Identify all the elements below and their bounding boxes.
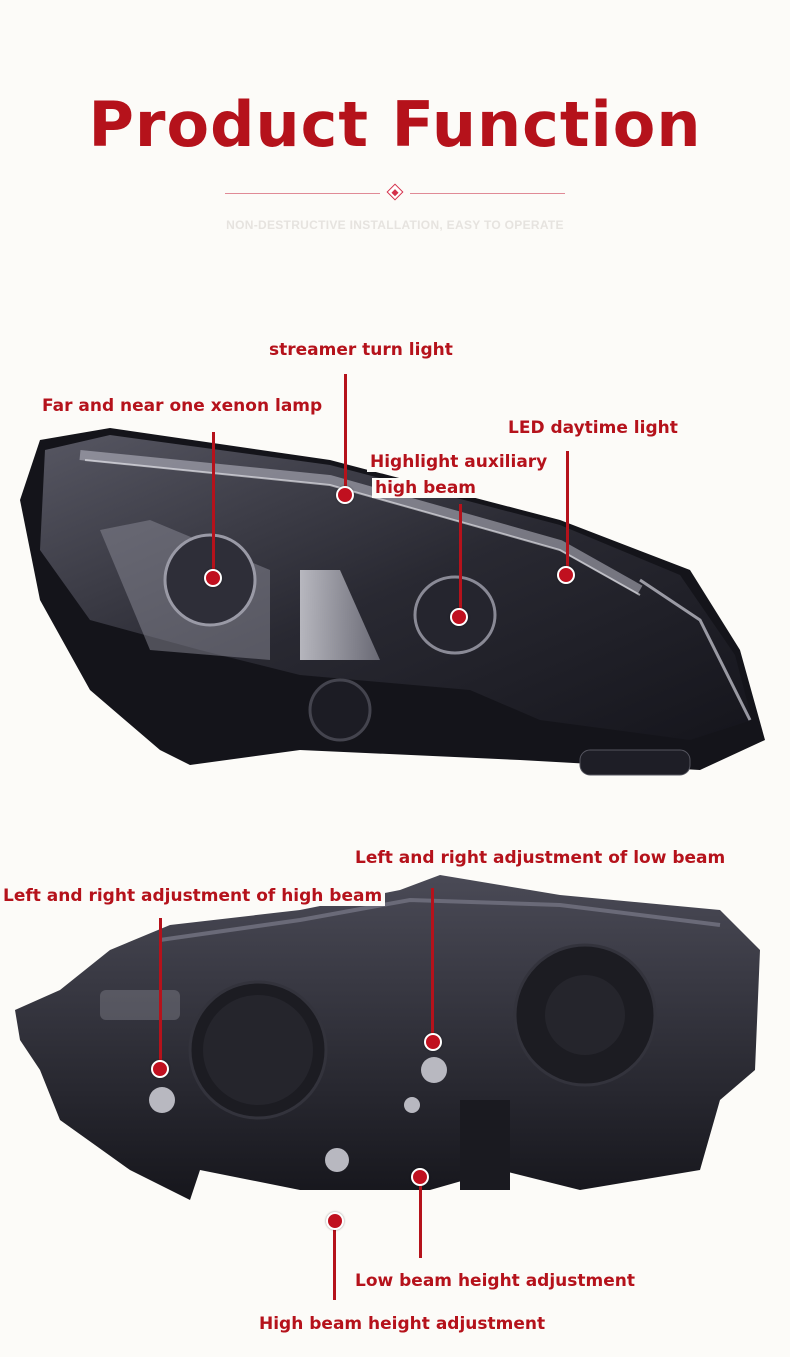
page-subtitle: NON-DESTRUCTIVE INSTALLATION, EASY TO OP… — [226, 218, 564, 232]
marker-dot — [336, 486, 354, 504]
callout-line — [459, 504, 462, 616]
marker-dot — [450, 608, 468, 626]
diamond-ornament-icon — [386, 183, 404, 201]
callout-highlight-auxiliary: Highlight auxiliary — [367, 452, 551, 472]
marker-dot — [424, 1033, 442, 1051]
callout-lr-adjust-high-beam: Left and right adjustment of high beam — [0, 886, 386, 906]
marker-dot — [326, 1212, 344, 1230]
callout-streamer-turn-light: streamer turn light — [266, 340, 456, 360]
marker-dot — [204, 569, 222, 587]
callout-line — [419, 1178, 422, 1258]
headlight-front-photo — [20, 428, 765, 776]
callout-line — [431, 888, 434, 1040]
callout-high-beam: high beam — [372, 478, 480, 498]
callout-line — [212, 432, 215, 577]
callout-xenon-lamp: Far and near one xenon lamp — [39, 396, 326, 416]
marker-dot — [411, 1168, 429, 1186]
page-title: Product Function — [88, 88, 702, 161]
callout-lr-adjust-low-beam: Left and right adjustment of low beam — [352, 848, 729, 868]
callout-led-daytime-light: LED daytime light — [505, 418, 681, 438]
marker-dot — [151, 1060, 169, 1078]
headlight-rear-photo — [15, 875, 760, 1200]
callout-line — [333, 1220, 336, 1300]
divider-right — [410, 193, 565, 194]
callout-line — [566, 451, 569, 573]
divider-left — [225, 193, 380, 194]
callout-line — [344, 374, 347, 492]
callout-high-beam-height: High beam height adjustment — [256, 1314, 549, 1334]
callout-line — [159, 918, 162, 1068]
callout-low-beam-height: Low beam height adjustment — [352, 1271, 639, 1291]
marker-dot — [557, 566, 575, 584]
